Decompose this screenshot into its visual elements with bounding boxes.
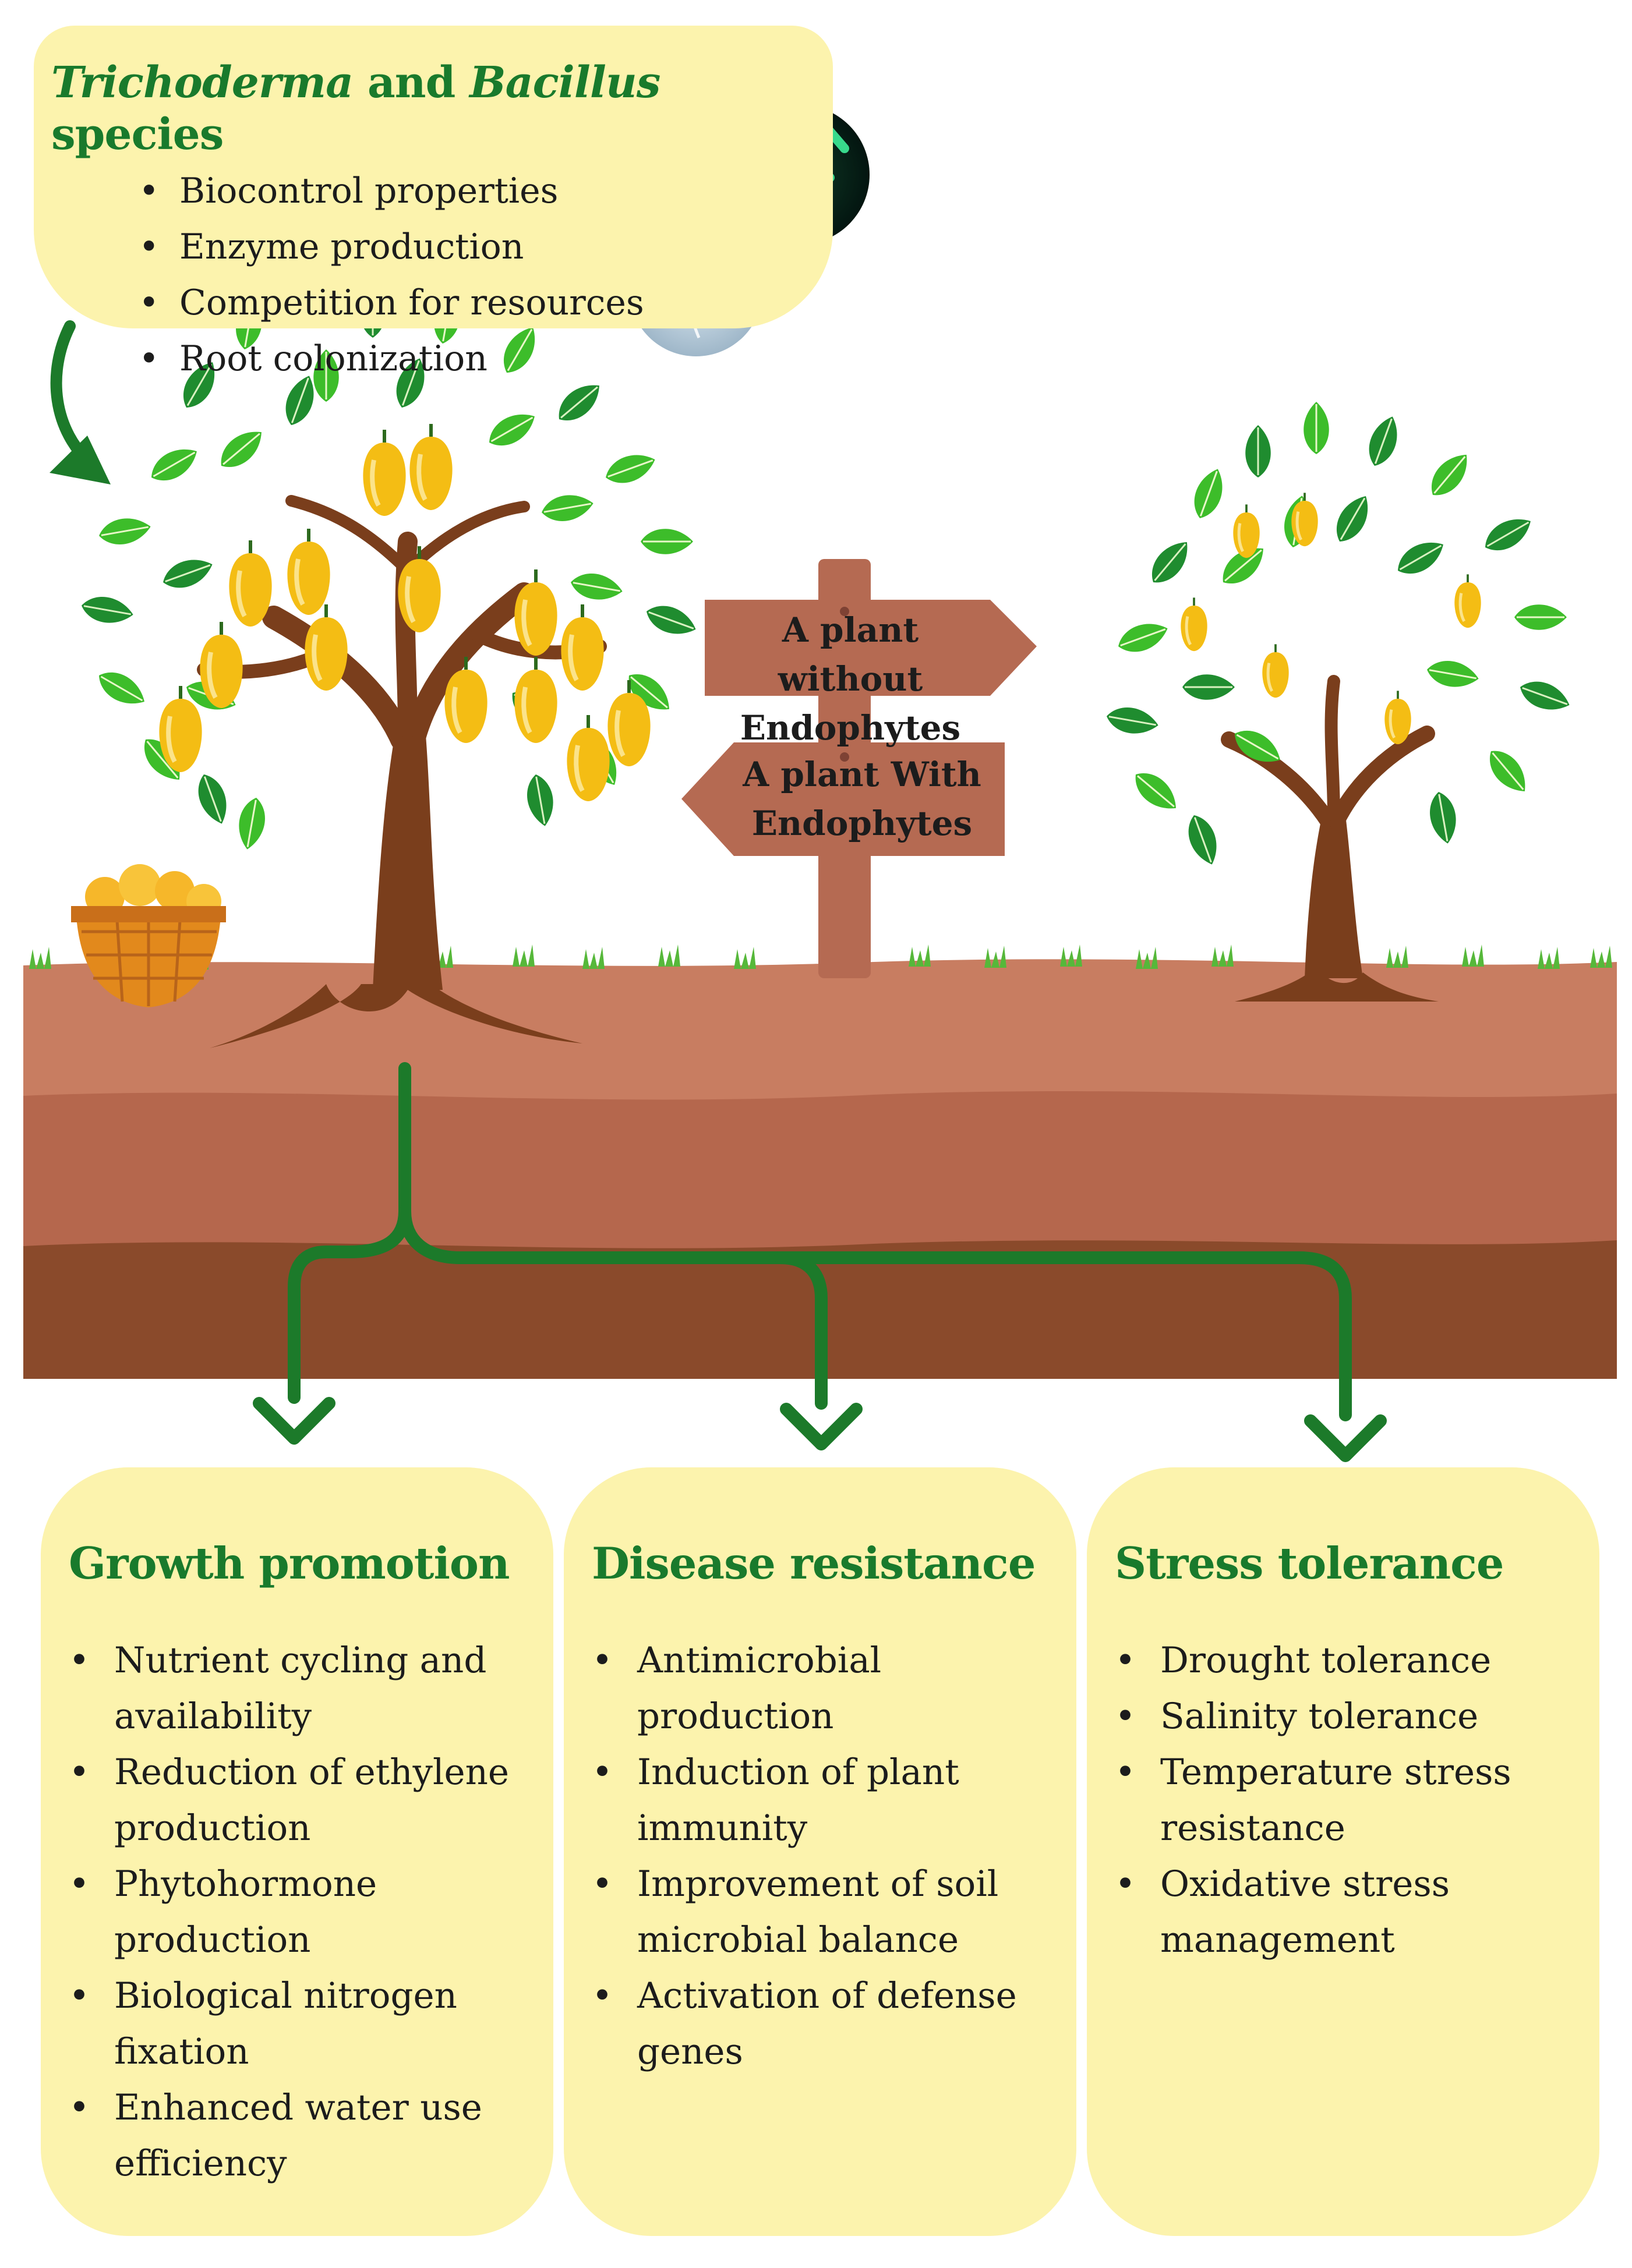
box-list: Antimicrobial production Induction of pl… (592, 1633, 1048, 2080)
list-item: Induction of plant immunity (592, 1745, 1048, 1856)
sign-with-endophytes: A plant With Endophytes (743, 755, 981, 843)
box-title: Growth promotion (69, 1538, 510, 1589)
box-title: Disease resistance (592, 1538, 1036, 1589)
soil-layers (23, 959, 1617, 1379)
list-item: Drought tolerance (1115, 1633, 1571, 1689)
list-item: Oxidative stress management (1115, 1856, 1571, 1968)
list-item: Root colonization (139, 331, 810, 387)
disease-resistance-box: Disease resistance Antimicrobial product… (564, 1467, 1076, 2236)
list-item: Biological nitrogen fixation (69, 1968, 525, 2080)
stress-tolerance-box: Stress tolerance Drought tolerance Salin… (1087, 1467, 1599, 2236)
smaller-tree (1103, 401, 1575, 1002)
growth-promotion-box: Growth promotion Nutrient cycling and av… (41, 1467, 553, 2236)
list-item: Nutrient cycling and availability (69, 1633, 525, 1745)
box-title: Stress tolerance (1115, 1538, 1504, 1589)
list-item: Phytohormone production (69, 1856, 525, 1968)
box-list: Drought tolerance Salinity tolerance Tem… (1115, 1633, 1571, 1968)
top-card-title: Trichoderma and Bacillus species (51, 58, 660, 160)
list-item: Activation of defense genes (592, 1968, 1048, 2080)
top-info-card: Trichoderma and Bacillus species Biocont… (34, 26, 833, 387)
curved-arrow (50, 320, 111, 484)
box-list: Nutrient cycling and availability Reduct… (69, 1633, 525, 2192)
list-item: Reduction of ethylene production (69, 1745, 525, 1856)
list-item: Enhanced water use efficiency (69, 2080, 525, 2192)
list-item: Competition for resources (139, 275, 810, 331)
list-item: Salinity tolerance (1115, 1689, 1571, 1745)
top-card-list: Biocontrol properties Enzyme production … (139, 163, 810, 387)
healthy-tree (78, 271, 701, 1048)
list-item: Enzyme production (139, 219, 810, 275)
list-item: Improvement of soil microbial balance (592, 1856, 1048, 1968)
sign-without-endophytes: A plant without Endophytes (740, 610, 961, 748)
branching-arrows (253, 1062, 1387, 1462)
fruit-basket (71, 864, 226, 1007)
list-item: Temperature stress resistance (1115, 1745, 1571, 1856)
list-item: Antimicrobial production (592, 1633, 1048, 1745)
signpost (681, 559, 1037, 978)
list-item: Biocontrol properties (139, 163, 810, 219)
